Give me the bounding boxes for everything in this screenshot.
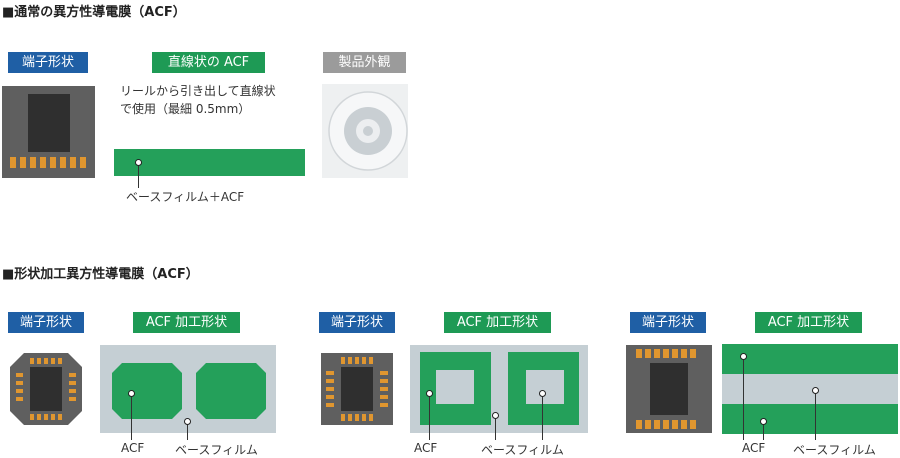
description-line-2: で使用（最細 0.5mm） [120, 102, 251, 116]
group1-tag-acf-shape: ACF 加工形状 [133, 312, 240, 333]
group2-base-dot-right [539, 390, 546, 397]
tag-linear-acf: 直線状の ACF [152, 52, 265, 73]
linear-acf-strip [114, 149, 305, 176]
callout-dot [135, 159, 142, 166]
group3-label-base-film: ベースフィルム [793, 443, 876, 457]
group3-acf-dot-top [740, 353, 747, 360]
group3-acf-stripe-top [722, 344, 898, 374]
group3-terminal-chip-image [626, 345, 712, 433]
group3-tag-acf-shape: ACF 加工形状 [755, 312, 862, 333]
tag-product-appearance: 製品外観 [323, 52, 406, 73]
group1-tag-terminal: 端子形状 [8, 312, 84, 333]
group3-tag-terminal: 端子形状 [630, 312, 706, 333]
label-base-film-acf: ベースフィルム＋ACF [126, 190, 245, 204]
group3-acf-dot-bottom [760, 418, 767, 425]
group2-terminal-chip-image [321, 353, 393, 425]
chip-die [28, 94, 70, 152]
linear-acf-description: リールから引き出して直線状 で使用（最細 0.5mm） [120, 82, 276, 118]
group3-base-film [722, 344, 898, 434]
group3-chip-die [650, 363, 688, 415]
product-appearance-image [322, 84, 408, 178]
group2-label-base-film: ベースフィルム [481, 443, 564, 457]
group3-base-dot [812, 387, 819, 394]
group3-label-acf: ACF [742, 441, 766, 455]
tag-terminal-shape: 端子形状 [8, 52, 88, 73]
group2-acf-dot [426, 390, 433, 397]
group1-acf-dot [128, 390, 135, 397]
section1-heading: ■通常の異方性導電膜（ACF） [2, 5, 186, 20]
group1-label-base-film: ベースフィルム [175, 443, 258, 457]
group1-label-acf: ACF [121, 441, 145, 455]
terminal-chip-image [2, 86, 95, 178]
group1-terminal-chip-image [10, 353, 82, 425]
group2-tag-terminal: 端子形状 [319, 312, 395, 333]
group2-base-dot-left [492, 412, 499, 419]
group2-label-acf: ACF [414, 441, 438, 455]
group1-base-dot [184, 418, 191, 425]
group2-tag-acf-shape: ACF 加工形状 [444, 312, 551, 333]
description-line-1: リールから引き出して直線状 [120, 84, 276, 98]
reel-icon [328, 91, 408, 171]
group3-acf-stripe-bottom [722, 404, 898, 434]
group2-base-film [410, 345, 588, 433]
section2-heading: ■形状加工異方性導電膜（ACF） [2, 267, 199, 282]
